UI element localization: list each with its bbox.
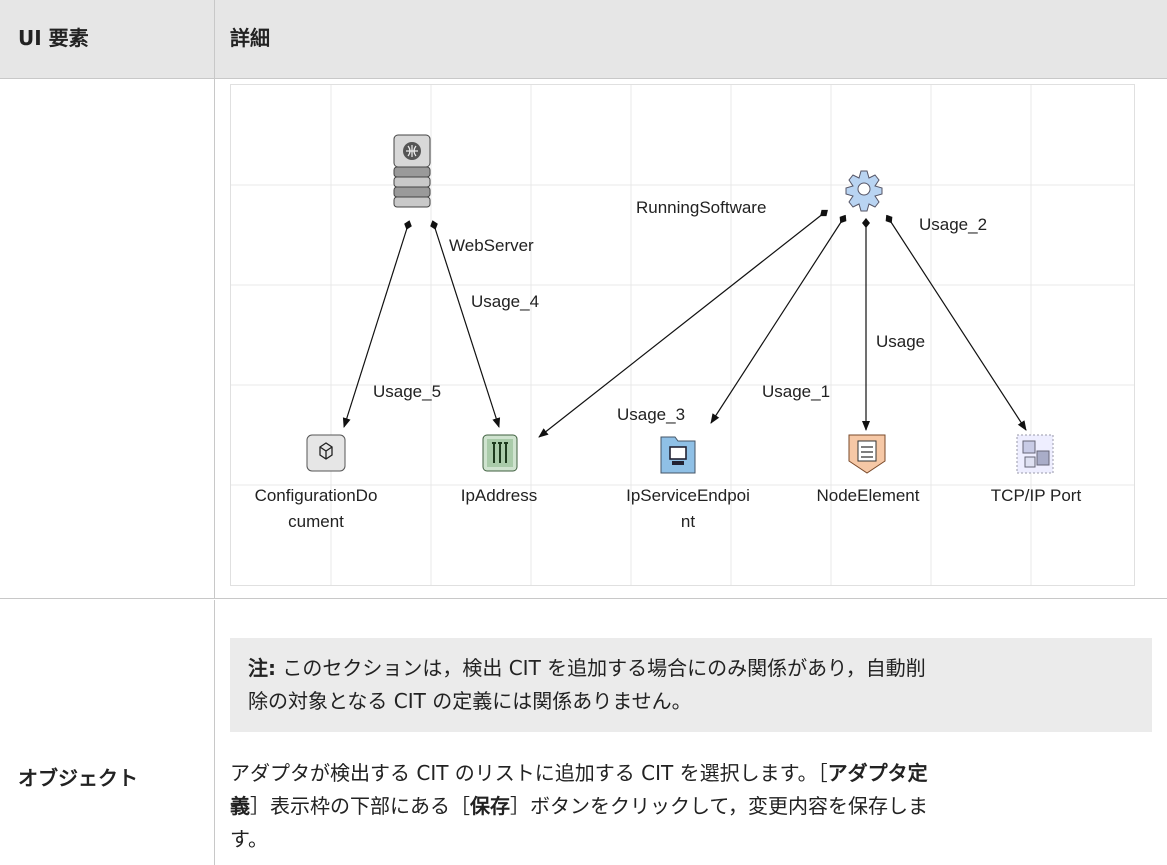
label-runningsoftware: RunningSoftware (636, 198, 766, 217)
tcp-port-icon (1016, 434, 1054, 474)
desc-text-4: す。 (230, 827, 268, 851)
edge-usage-4 (430, 220, 501, 428)
note-box: 注: このセクションは，検出 CIT を追加する場合にのみ関係があり，自動削 除… (230, 638, 1152, 732)
node-label-nodeelement: NodeElement (816, 486, 919, 505)
cit-relationship-diagram: WebServer RunningSoftware Usage_4 Usage_… (230, 84, 1135, 586)
label-webserver: WebServer (449, 236, 534, 255)
edge-label-usage-5: Usage_5 (373, 382, 441, 401)
note-text: 注: このセクションは，検出 CIT を追加する場合にのみ関係があり，自動削 除… (248, 652, 1128, 718)
edge-label-usage-4: Usage_4 (471, 292, 539, 311)
row-divider (0, 598, 1167, 599)
node-label-configurationdocument: ConfigurationDo (255, 486, 378, 505)
desc-text-1: アダプタが検出する CIT のリストに追加する CIT を選択します。［ (230, 761, 828, 785)
adapter-definition-bold: アダプタ定 (827, 761, 928, 785)
note-line-1: このセクションは，検出 CIT を追加する場合にのみ関係があり，自動削 (276, 656, 926, 680)
webserver-text: WebServer (449, 236, 534, 255)
edge-label-usage-2: Usage_2 (919, 215, 987, 234)
node-label-ipserviceendpoint: IpServiceEndpoi (626, 486, 750, 505)
desc-text-3: ］ボタンをクリックして，変更内容を保存しま (510, 794, 928, 818)
row-label-object: オブジェクト (18, 766, 138, 790)
edge-label-usage-3: Usage_3 (617, 405, 685, 424)
node-label-configurationdocument-2: cument (288, 512, 344, 531)
header-details: 詳細 (230, 26, 270, 50)
node-label-ipserviceendpoint-2: nt (681, 512, 695, 531)
header-ui-element: UI 要素 (18, 26, 89, 50)
diagram-canvas: WebServer RunningSoftware Usage_4 Usage_… (231, 85, 1134, 585)
desc-text-2: ］表示枠の下部にある［ (250, 794, 470, 818)
table-header: UI 要素 詳細 (0, 0, 1167, 79)
column-divider (214, 78, 215, 598)
note-prefix: 注: (248, 656, 276, 680)
column-divider (214, 600, 215, 865)
note-line-2: 除の対象となる CIT の定義には関係ありません。 (248, 689, 692, 713)
web-server-icon (393, 134, 431, 208)
edge-usage-3 (710, 214, 847, 424)
ip-address-icon (482, 434, 518, 472)
node-label-tcpip-port: TCP/IP Port (991, 486, 1082, 505)
node-element-icon (848, 434, 886, 474)
edge-usage-5 (342, 220, 412, 428)
edge-usage-2 (885, 214, 1027, 431)
save-bold: 保存 (470, 794, 510, 818)
edge-runningsoftware (538, 209, 828, 438)
node-label-ipaddress: IpAddress (461, 486, 538, 505)
row-description-object: アダプタが検出する CIT のリストに追加する CIT を選択します。［アダプタ… (230, 757, 1140, 856)
edge-label-usage-1: Usage_1 (762, 382, 830, 401)
diagram-grid (231, 85, 1134, 585)
column-divider (214, 0, 215, 78)
folder-monitor-icon (660, 436, 696, 474)
document-cube-icon (306, 434, 346, 472)
adapter-definition-bold-2: 義 (230, 794, 250, 818)
gear-icon (845, 170, 883, 212)
diagram-edges (342, 209, 1027, 438)
edge-label-usage: Usage (876, 332, 925, 351)
